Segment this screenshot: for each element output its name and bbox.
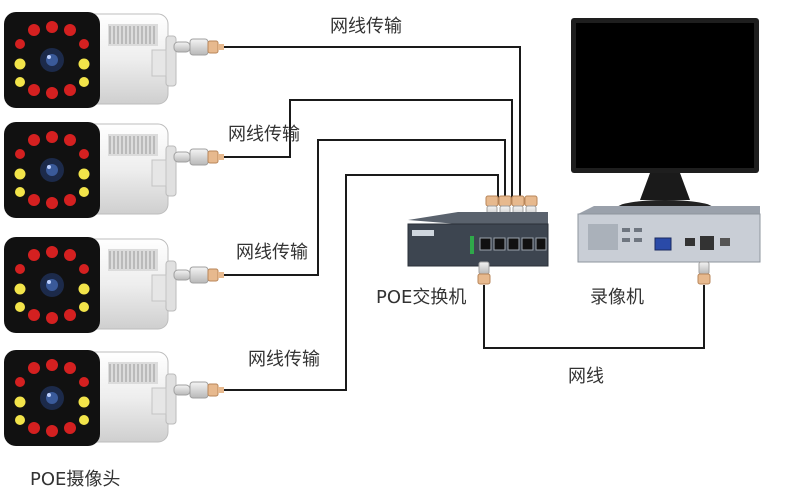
recorder-label: 录像机	[590, 287, 644, 308]
uplink-cable-label: 网线	[568, 366, 604, 387]
cable-label-4: 网线传输	[248, 349, 320, 370]
cable-line-2	[222, 99, 513, 198]
cable-label-1: 网线传输	[330, 16, 402, 37]
poe-camera-2	[3, 121, 177, 219]
switch-label: POE交换机	[376, 287, 466, 308]
poe-camera-3	[3, 236, 177, 334]
rj45-connector-icon	[173, 266, 225, 284]
uplink-cable-line	[483, 285, 705, 349]
network-cables	[222, 46, 705, 391]
cable-line-1	[222, 46, 521, 198]
rj45-connector-icon	[173, 148, 225, 166]
rj45-connector-icon	[173, 38, 225, 56]
poe-switch-icon	[407, 212, 549, 285]
poe-camera-1	[3, 11, 177, 109]
cable-label-2: 网线传输	[228, 124, 300, 145]
cable-line-3	[222, 139, 506, 276]
monitor-icon	[571, 18, 759, 216]
cable-label-3: 网线传输	[236, 242, 308, 263]
rj45-connector-icon	[173, 381, 225, 399]
poe-camera-4	[3, 349, 177, 447]
nvr-recorder-icon	[577, 206, 761, 285]
cameras-label: POE摄像头	[30, 469, 120, 490]
cable-line-4	[222, 174, 499, 391]
